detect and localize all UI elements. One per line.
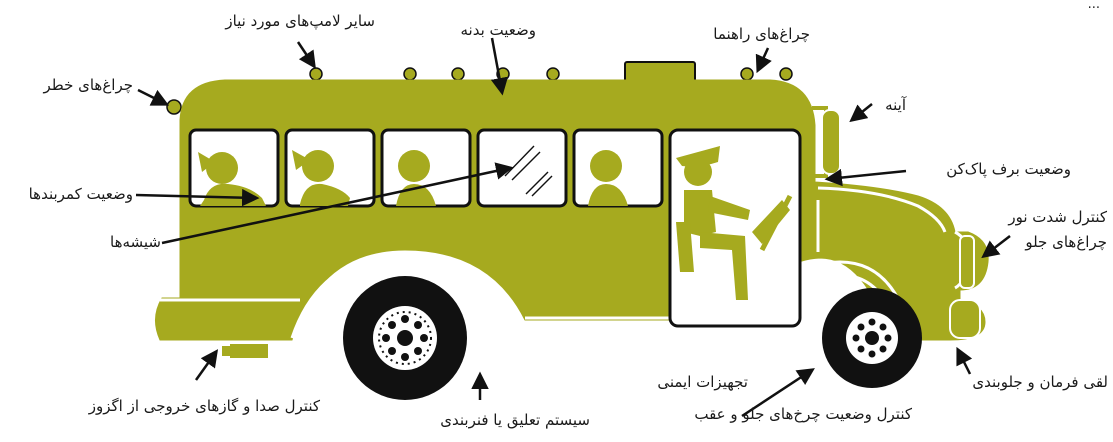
arrow-turn-signals	[758, 48, 768, 70]
label-exhaust-control: کنترل صدا و گازهای خروجی از اگزوز	[89, 397, 320, 416]
label-wiper-status: وضعیت برف پاک‌کن	[946, 160, 1071, 179]
arrow-exhaust	[196, 352, 216, 380]
arrow-steering-play	[958, 350, 970, 374]
arrow-headlights	[984, 236, 1010, 256]
arrow-other-lamps	[298, 42, 314, 66]
rear-wheel	[343, 276, 467, 400]
label-headlight-intensity: کنترل شدت نور	[1008, 208, 1107, 227]
label-wheels-control: کنترل وضعیت چرخ‌های جلو و عقب	[694, 405, 912, 424]
arrow-mirror	[852, 104, 872, 120]
label-seatbelt-status: وضعیت کمربندها	[29, 185, 133, 204]
top-title: ...	[1088, 0, 1100, 12]
arrow-hazard-lights	[138, 90, 166, 104]
hazard-lamp	[167, 100, 181, 114]
label-body-status: وضعیت بدنه	[460, 21, 536, 40]
label-hazard-lights: چراغ‌های خطر	[43, 76, 133, 95]
label-headlights: چراغ‌های جلو	[1025, 233, 1107, 252]
label-steering-play: لقی فرمان و جلوبندی	[972, 373, 1108, 392]
label-mirror: آینه	[885, 96, 906, 115]
roof-lamps	[310, 68, 792, 80]
label-glass: شیشه‌ها	[110, 233, 161, 252]
label-other-lamps: سایر لامپ‌های مورد نیاز	[225, 12, 375, 31]
label-safety-equipment: تجهیزات ایمنی	[657, 373, 748, 392]
mirror	[812, 108, 840, 176]
front-wheel	[822, 288, 922, 388]
label-suspension: سیستم تعلیق یا فنربندی	[440, 411, 590, 430]
arrow-wiper-status	[828, 171, 906, 179]
headlight	[960, 236, 974, 288]
exhaust-pipe	[222, 344, 268, 358]
label-turn-signals: چراغ‌های راهنما	[713, 25, 810, 44]
front-bumper	[950, 300, 980, 338]
